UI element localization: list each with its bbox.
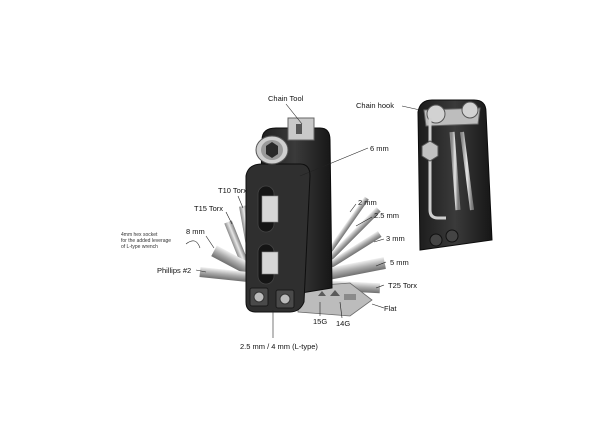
label-3mm: 3 mm	[386, 234, 405, 243]
label-chain-tool: Chain Tool	[268, 94, 304, 103]
label-phillips: Phillips #2	[157, 266, 192, 275]
bit-fan	[199, 196, 386, 317]
label-15g: 15G	[313, 317, 328, 326]
label-t25-torx: T25 Torx	[388, 281, 418, 290]
chain-tool-knob	[255, 117, 315, 165]
label-t10-torx: T10 Torx	[218, 186, 248, 195]
label-l-type: 2.5 mm / 4 mm (L-type)	[240, 342, 318, 351]
label-5mm: 5 mm	[390, 258, 409, 267]
label-chain-hook: Chain hook	[356, 101, 394, 110]
note-line: 4mm hex socket	[121, 232, 158, 238]
bit-3mm	[320, 230, 382, 273]
bit-5mm	[316, 257, 386, 282]
leader-lines	[185, 103, 421, 338]
note-line: for the added leverage	[121, 238, 172, 244]
bit-t15	[224, 220, 251, 270]
label-flat: Flat	[384, 304, 397, 313]
label-2mm: 2 mm	[358, 198, 377, 207]
label-6mm: 6 mm	[370, 144, 389, 153]
label-2-5mm: 2.5 mm	[374, 211, 400, 220]
label-t15-torx: T15 Torx	[194, 204, 224, 213]
bit-2-5mm	[319, 207, 381, 269]
label-14g: 14G	[336, 319, 351, 328]
note-hex-socket: 4mm hex socket for the added leverage of…	[121, 232, 191, 250]
bit-phillips	[199, 267, 261, 284]
note-line: of L-type wrench	[121, 244, 158, 250]
label-8mm: 8 mm	[186, 227, 205, 236]
spoke-key-plate	[297, 282, 373, 317]
bit-2mm	[319, 196, 369, 264]
main-tool-body	[245, 117, 333, 313]
secondary-tool-back-view	[417, 99, 493, 251]
